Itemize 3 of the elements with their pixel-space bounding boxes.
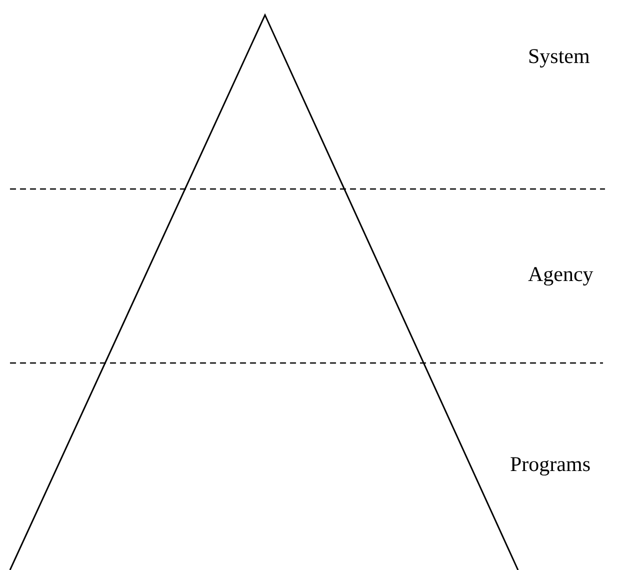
tier-label: Programs [510,454,590,475]
tier-label: Agency [528,264,594,285]
tier-label: System [528,46,590,67]
